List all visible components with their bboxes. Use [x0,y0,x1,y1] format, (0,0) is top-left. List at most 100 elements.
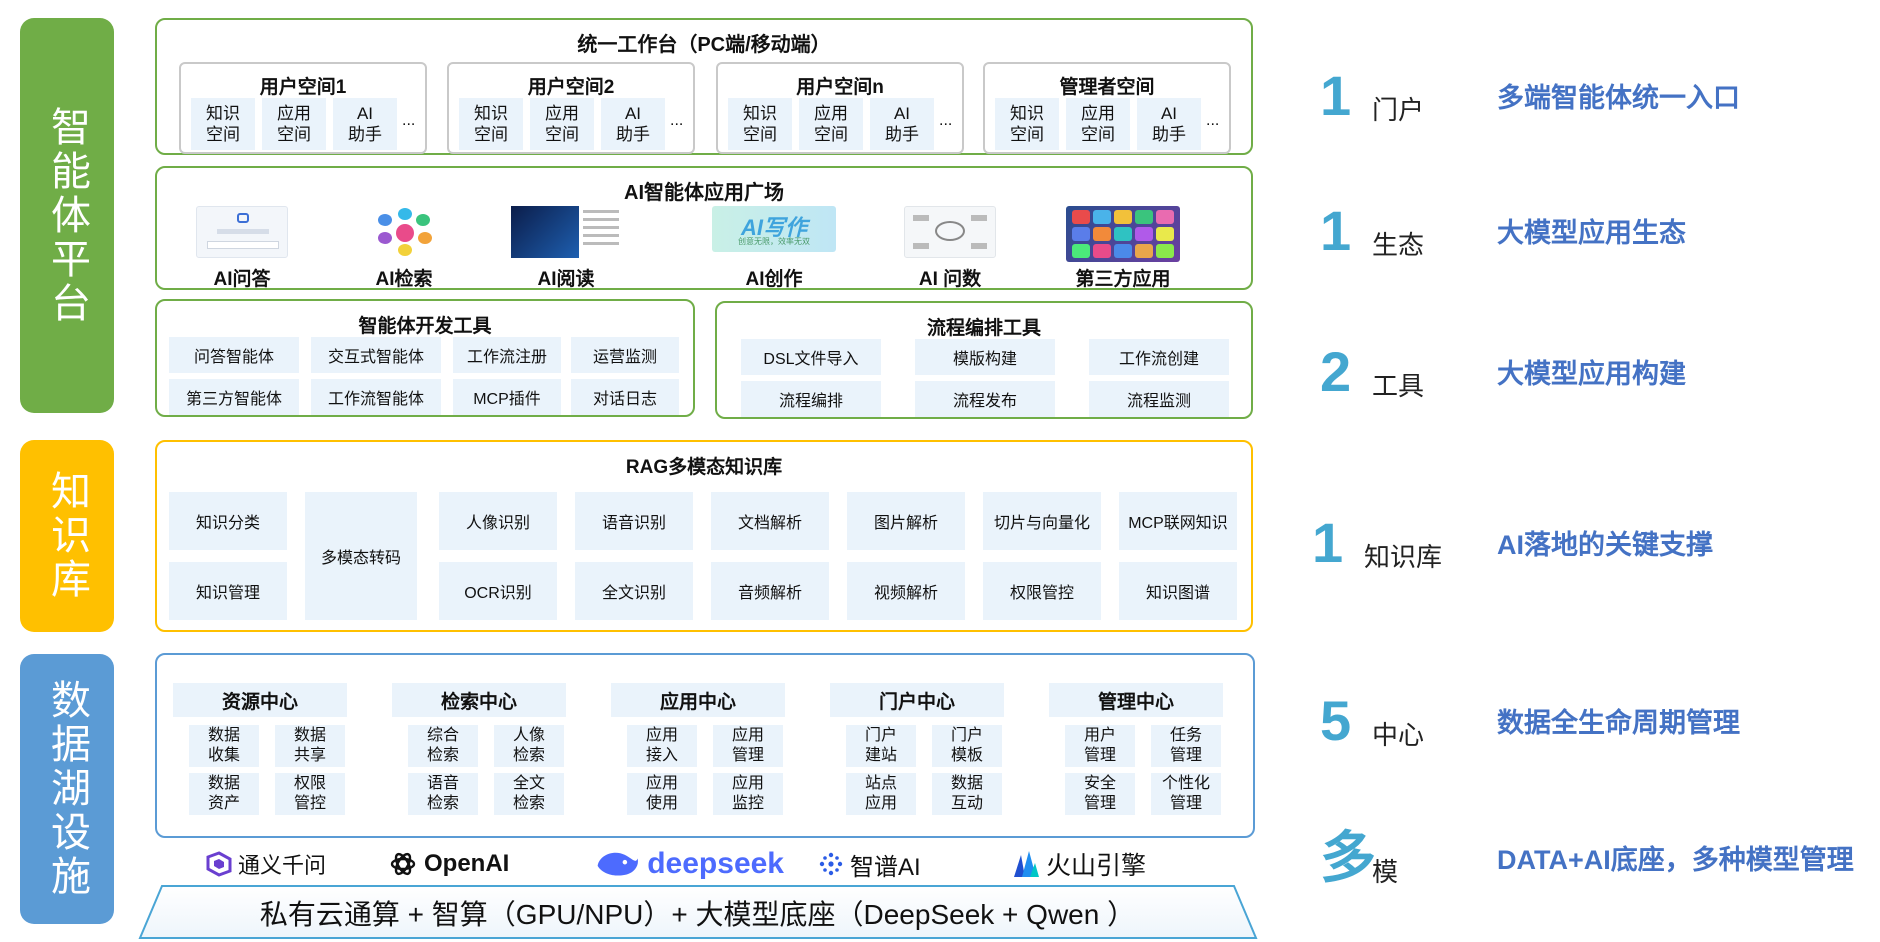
dev-tool-item[interactable]: 问答智能体 [169,337,299,373]
summary-label: 模 [1372,857,1399,887]
center-function[interactable]: 全文 检索 [494,773,564,815]
rag-capability[interactable]: 人像识别 [439,492,557,550]
center-function[interactable]: 门户 建站 [846,725,916,767]
center-function[interactable]: 应用 监控 [713,773,783,815]
dev-tool-item[interactable]: 运营监测 [571,337,679,373]
rag-capability[interactable]: 视频解析 [847,562,965,620]
zhipu-icon [819,852,843,876]
app-tile-icon [1072,210,1090,224]
rag-panel: RAG多模态知识库 多模态转码 知识分类 人像识别语音识别文档解析图片解析切片与向… [155,440,1253,632]
rag-capability[interactable]: 权限管控 [983,562,1101,620]
app-ai-data-query[interactable]: AI 问数 [875,206,1025,291]
rag-capability[interactable]: OCR识别 [439,562,557,620]
workspace-module[interactable]: 知识 空间 [728,98,792,150]
workspace-module[interactable]: AI 助手 [601,98,665,150]
center-function[interactable]: 门户 模板 [932,725,1002,767]
center-function[interactable]: 权限 管控 [275,773,345,815]
rag-title: RAG多模态知识库 [625,457,783,478]
centers-panel: 资源中心数据 收集数据 共享数据 资产权限 管控检索中心综合 检索人像 检索语音… [155,653,1255,838]
app-tile-icon [1114,227,1132,241]
flow-tool-item[interactable]: 工作流创建 [1089,339,1229,375]
logo-zhipu: 智谱AI [812,842,962,886]
app-tile-icon [1093,244,1111,258]
rag-capability[interactable]: 知识管理 [169,562,287,620]
more-indicator: ... [402,112,416,129]
rag-multimodal-transcode[interactable]: 多模态转码 [305,492,417,620]
workspace-module[interactable]: 知识 空间 [995,98,1059,150]
center-function[interactable]: 数据 资产 [189,773,259,815]
logo-deepseek: deepseek [594,842,784,886]
rag-capability[interactable]: 音频解析 [711,562,829,620]
center-function[interactable]: 站点 应用 [846,773,916,815]
dev-tool-item[interactable]: 第三方智能体 [169,379,299,415]
rag-capability[interactable]: 图片解析 [847,492,965,550]
center-function[interactable]: 语音 检索 [408,773,478,815]
app-plaza-panel: AI智能体应用广场 AI问答 AI检索 AI阅读 [155,166,1253,290]
dev-tool-item[interactable]: 工作流注册 [453,337,561,373]
flow-tools-title: 流程编排工具 [926,318,1041,339]
volcano-icon [1014,851,1039,877]
rag-capability[interactable]: 知识图谱 [1119,562,1237,620]
center-function[interactable]: 数据 共享 [275,725,345,767]
workspace-module[interactable]: 应用 空间 [530,98,594,150]
workspace-module[interactable]: AI 助手 [333,98,397,150]
app-label: AI创作 [745,269,803,290]
workspace-module[interactable]: AI 助手 [1137,98,1201,150]
workspace-module[interactable]: 应用 空间 [1066,98,1130,150]
app-tile-icon [1156,244,1174,258]
flow-tool-item[interactable]: 模版构建 [915,339,1055,375]
app-tile-icon [1135,227,1153,241]
center-function[interactable]: 数据 互动 [932,773,1002,815]
center-function[interactable]: 人像 检索 [494,725,564,767]
rag-capability[interactable]: 知识分类 [169,492,287,550]
flow-tool-item[interactable]: 流程编排 [741,381,881,417]
flow-tool-item[interactable]: 流程监测 [1089,381,1229,417]
rag-capability[interactable]: MCP联网知识 [1119,492,1237,550]
logo-tongyi: 通义千问 [200,842,344,886]
ai-qa-thumbnail [196,206,288,258]
center-function[interactable]: 应用 使用 [627,773,697,815]
center-function[interactable]: 个性化 管理 [1151,773,1221,815]
rag-capability[interactable]: 切片与向量化 [983,492,1101,550]
app-ai-create[interactable]: AI写作 创意无限，效率无双 AI创作 [699,206,849,291]
center-function[interactable]: 用户 管理 [1065,725,1135,767]
layer-agent-platform: 智能体平台 [20,18,114,413]
layer-label: 数据湖设施 [45,679,89,899]
dev-tool-item[interactable]: 工作流智能体 [311,379,441,415]
workspace-module[interactable]: 知识 空间 [459,98,523,150]
deepseek-whale-icon [597,852,638,876]
app-tile-icon [1114,244,1132,258]
workspace-module[interactable]: 知识 空间 [191,98,255,150]
workspace-module[interactable]: 应用 空间 [262,98,326,150]
workspace-module[interactable]: 应用 空间 [799,98,863,150]
center-function[interactable]: 应用 接入 [627,725,697,767]
dev-tool-item[interactable]: 交互式智能体 [311,337,441,373]
dev-tool-item[interactable]: 对话日志 [571,379,679,415]
center-function[interactable]: 综合 检索 [408,725,478,767]
summary-label: 门户 [1372,95,1425,125]
workbench-title: 统一工作台（PC端/移动端） [577,34,831,56]
flow-tool-item[interactable]: DSL文件导入 [741,339,881,375]
workspace-module[interactable]: AI 助手 [870,98,934,150]
summary-number: 2 [1320,340,1352,403]
app-label: AI问答 [213,269,271,290]
center-function[interactable]: 任务 管理 [1151,725,1221,767]
center-function[interactable]: 安全 管理 [1065,773,1135,815]
rag-capability[interactable]: 文档解析 [711,492,829,550]
flow-tool-item[interactable]: 流程发布 [915,381,1055,417]
app-ai-qa[interactable]: AI问答 [167,206,317,291]
app-tile-icon [1156,227,1174,241]
rag-capability[interactable]: 全文识别 [575,562,693,620]
dev-tool-item[interactable]: MCP插件 [453,379,561,415]
app-ai-read[interactable]: AI阅读 [491,206,641,291]
center-function[interactable]: 应用 管理 [713,725,783,767]
app-ai-search[interactable]: AI检索 [329,206,479,291]
center-function[interactable]: 数据 收集 [189,725,259,767]
rag-capability[interactable]: 语音识别 [575,492,693,550]
app-third-party[interactable]: 第三方应用 [1048,206,1198,291]
